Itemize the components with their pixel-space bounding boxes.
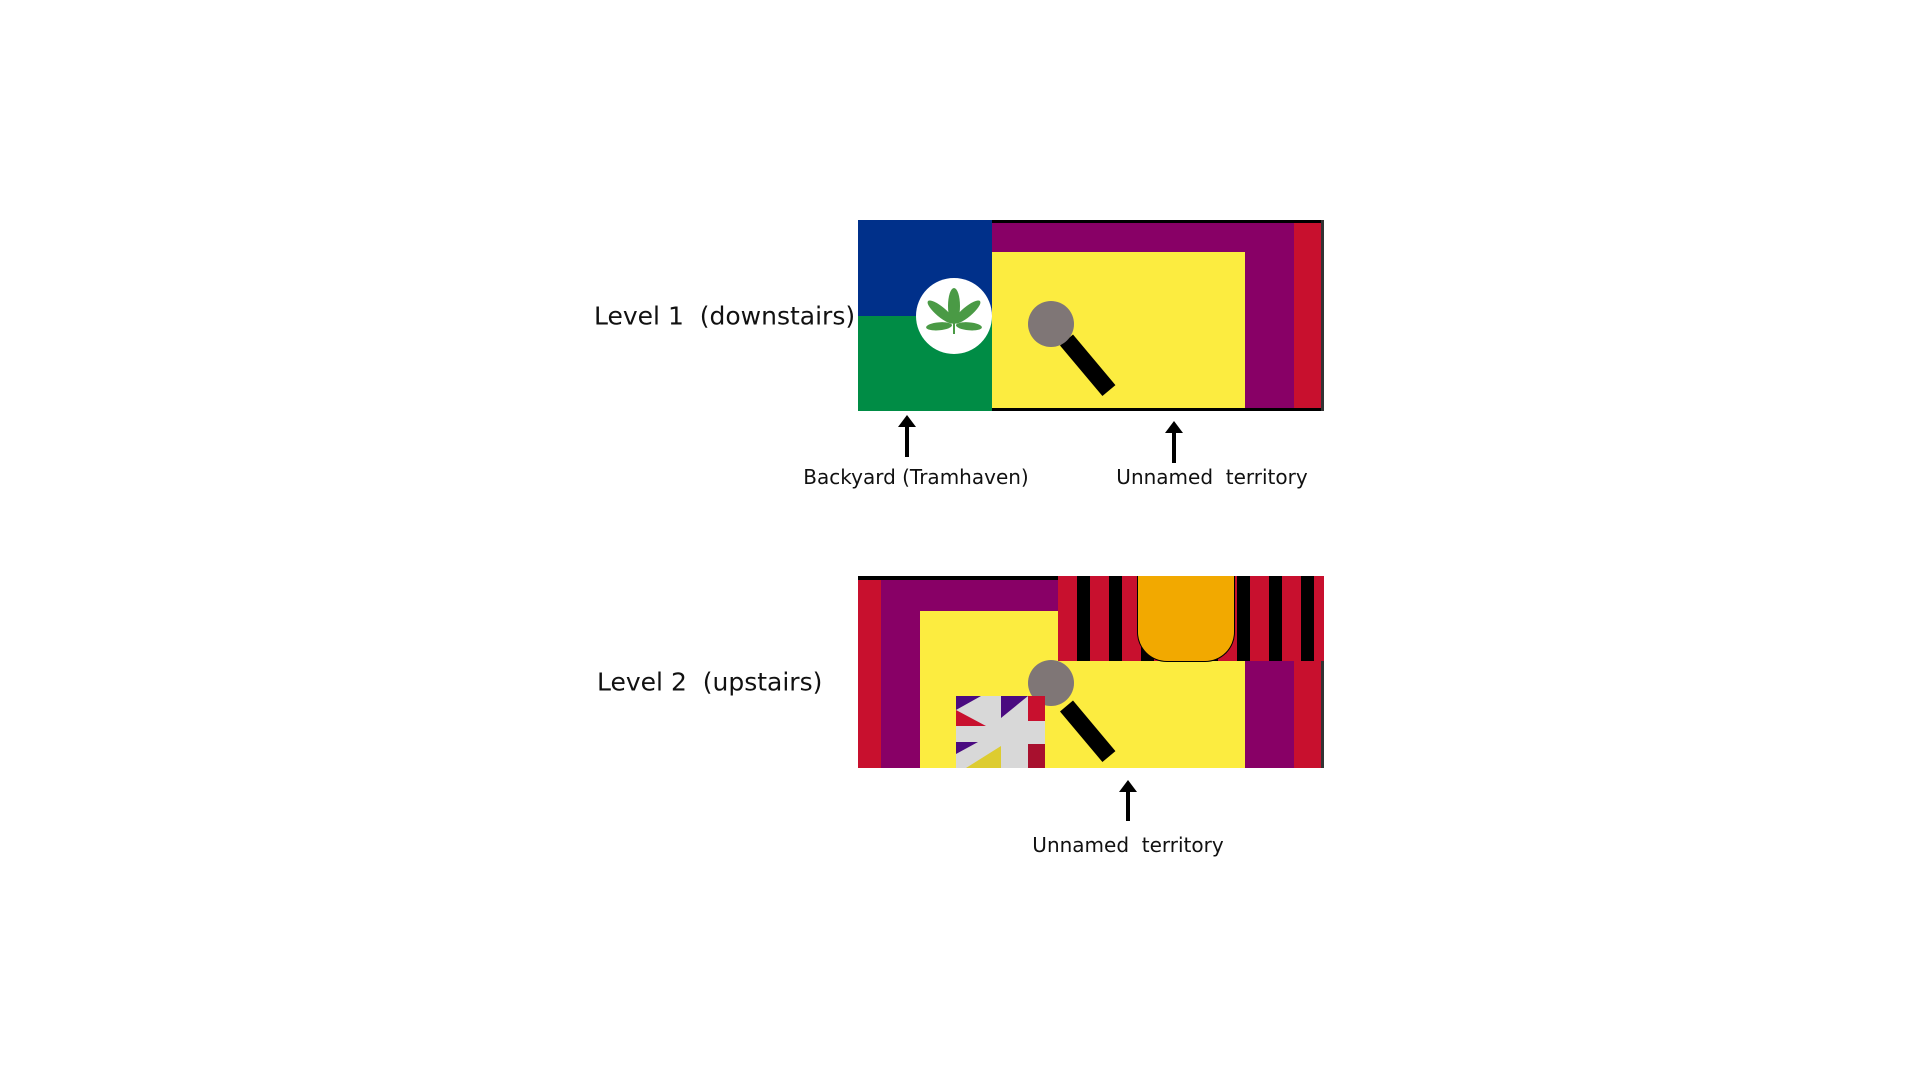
level-1-map <box>858 220 1324 411</box>
map-border-top <box>992 220 1324 223</box>
map-border-top <box>858 576 1058 580</box>
right-red-stripe <box>1294 661 1322 768</box>
unnamed-territory-caption-2: Unnamed territory <box>1032 833 1224 857</box>
map-border-right <box>1321 661 1324 768</box>
backyard-caption: Backyard (Tramhaven) <box>803 465 1029 489</box>
arrow-up-icon <box>1165 421 1183 463</box>
orange-shield <box>1137 576 1235 662</box>
level-2-label: Level 2 (upstairs) <box>597 667 823 697</box>
unnamed-territory-caption-1: Unnamed territory <box>1116 465 1308 489</box>
tramhaven-emblem <box>916 278 992 354</box>
map-border-right <box>1321 220 1324 411</box>
left-red-stripe <box>858 580 881 768</box>
union-flag-icon <box>956 696 1045 768</box>
level-2-map <box>858 576 1324 768</box>
arrow-up-icon <box>898 415 916 457</box>
territory-red-stripe <box>1294 220 1322 411</box>
level-1-label: Level 1 (downstairs) <box>594 301 856 331</box>
map-border-bottom <box>992 408 1324 411</box>
right-purple-border <box>1245 661 1294 768</box>
arrow-up-icon <box>1119 780 1137 821</box>
cannabis-leaf-icon <box>926 288 982 334</box>
